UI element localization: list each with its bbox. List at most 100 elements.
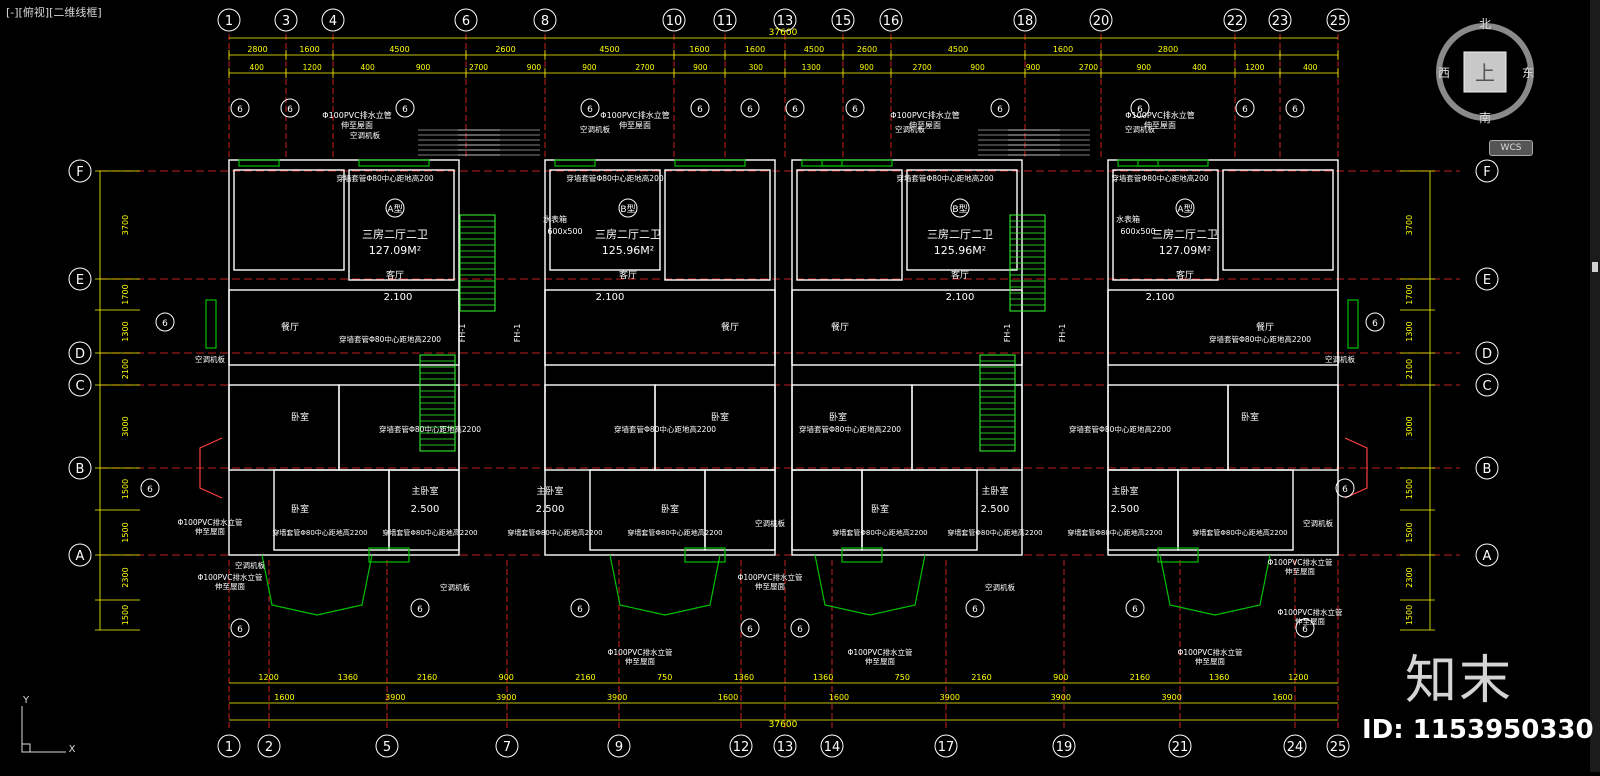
dim-top-r1: 4500 [389,45,409,54]
section-marker-label: 6 [1132,605,1138,615]
dim-left-value: 3700 [121,215,130,235]
dim-bottom-r1: 1200 [258,673,278,682]
dim-top-r2: 900 [1026,63,1041,72]
dim-right-value: 3700 [1405,215,1414,235]
tank-label: 水表箱 [543,214,567,224]
master-bedroom-label: 主卧室 [411,485,438,497]
section-marker [1125,598,1145,618]
section-marker [785,98,805,118]
dim-bottom-r2: 1600 [274,693,294,702]
bay-window [199,437,223,499]
axis-left-A-label: A [76,549,85,564]
section-marker-label: 6 [1372,319,1378,329]
elevation-2100: 2.100 [596,292,625,303]
room-type-circle [385,198,405,218]
dim-bottom-r2: 3900 [940,693,960,702]
dim-top-r2: 900 [527,63,542,72]
axis-right-E-bubble [1475,267,1499,291]
ac-note: 空调机板 [350,130,380,140]
dim-top-r2: 1300 [802,63,821,72]
dim-left-value: 1500 [121,605,130,625]
room-name: 三房二厅二卫 [927,228,993,241]
ac-note: 空调机板 [195,354,225,364]
dim-right-value: 2100 [1405,359,1414,379]
dim-top-r2: 1200 [1245,63,1264,72]
bedroom-label: 卧室 [1241,411,1259,423]
section-marker-label: 6 [237,105,243,115]
pvc-sub: 伸至屋面 [1144,120,1176,130]
dim-right-value: 1500 [1405,605,1414,625]
living-block [544,289,776,366]
room-type-circle [618,198,638,218]
viewport-label[interactable]: [-][俯视][二维线框] [6,6,102,19]
compass-cube [1463,51,1507,93]
axis-top-25-bubble [1326,8,1350,32]
axis-right-A-label: A [1483,549,1492,564]
section-marker [230,98,250,118]
dim-bottom-r2: 3900 [1161,693,1181,702]
elevation-2500: 2.500 [536,504,565,515]
section-marker [790,618,810,638]
compass-ring [1436,23,1534,121]
dim-bottom-r1: 2160 [1130,673,1150,682]
section-marker-label: 6 [1292,105,1298,115]
dim-overall: 37600 [769,28,798,38]
section-marker [990,98,1010,118]
bathroom-block [549,169,661,271]
section-marker [740,98,760,118]
ac-note: 空调机板 [580,124,610,134]
axis-top-25-label: 25 [1330,14,1347,29]
sleeve-note: 穿墙套管Φ80中心距地高2200 [1209,334,1311,344]
axis-bottom-5-label: 5 [383,740,391,755]
pvc-sub: 伸至屋面 [341,120,373,130]
dim-top-r1: 1600 [299,45,319,54]
dim-top-r2: 900 [1137,63,1152,72]
scrollbar-thumb[interactable] [1592,262,1598,272]
room-type-circle [1175,198,1195,218]
dim-top-r2: 400 [250,63,265,72]
window-c3-right [1347,299,1359,349]
master-bedroom-label: 主卧室 [981,485,1008,497]
dim-left-value: 3000 [121,416,130,436]
dim-bottom-r1: 2160 [417,673,437,682]
section-marker-label: 6 [237,625,243,635]
axis-bottom-9-label: 9 [615,740,623,755]
dim-top-r1: 4500 [804,45,824,54]
dim-top-r1: 1600 [689,45,709,54]
axis-bottom-14-bubble [820,734,844,758]
ac-note: 空调机板 [1325,354,1355,364]
axis-right-F-bubble [1475,159,1499,183]
pvc-note: Φ100PVC排水立管 [890,110,959,120]
section-marker [1365,312,1385,332]
watermark-logo: 知末 [1405,651,1514,711]
sleeve-note: 穿墙套管Φ80中心距地高2200 [272,528,367,537]
axis-bottom-21-label: 21 [1172,740,1189,755]
axis-left-B-label: B [76,462,85,477]
dim-top-r2: 900 [693,63,708,72]
compass-top-face: 上 [1475,61,1495,85]
dim-top-r2: 900 [582,63,597,72]
room-name: 三房二厅二卫 [362,228,428,241]
dim-left-value: 1500 [121,479,130,499]
sleeve-note: 穿墙套管Φ80中心距地高2200 [1067,528,1162,537]
section-marker [740,618,760,638]
dim-bottom-r1: 1360 [338,673,358,682]
compass-west: 西 [1438,66,1450,80]
ac-note: 空调机板 [985,582,1015,592]
section-marker [1285,98,1305,118]
wcs-menu-button[interactable]: WCS [1489,140,1533,156]
tank-size: 600x500 [1120,227,1155,236]
ac-note: 空调机板 [1303,518,1333,528]
section-marker-label: 6 [1242,105,1248,115]
elevation-2500: 2.500 [981,504,1010,515]
room-type: B型 [952,204,967,215]
axis-top-4-bubble [321,8,345,32]
vertical-scrollbar[interactable] [1590,0,1600,772]
bedroom-block [796,169,903,281]
section-marker-label: 6 [972,605,978,615]
dim-left-value: 1700 [121,284,130,304]
axis-right-A-bubble [1475,543,1499,567]
axis-top-10-bubble [662,8,686,32]
